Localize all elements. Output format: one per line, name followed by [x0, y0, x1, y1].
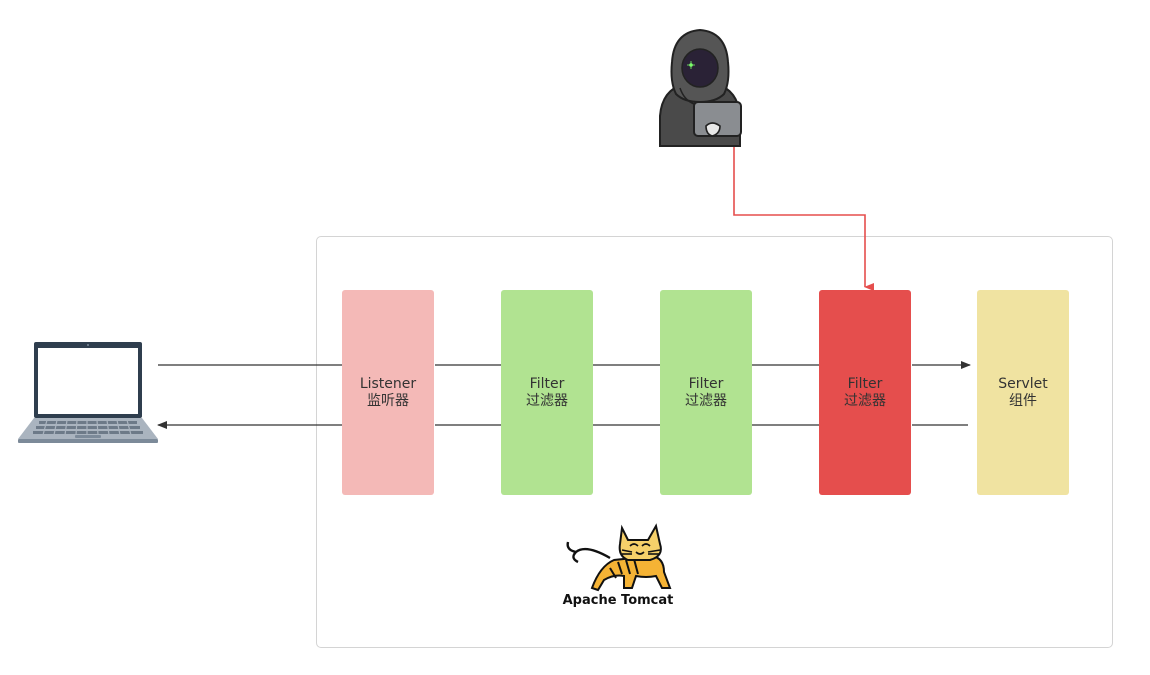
filter-3-label-en: Filter — [847, 375, 883, 392]
filter-1-label-zh: 过滤器 — [526, 392, 568, 409]
filter-2-label-zh: 过滤器 — [685, 392, 727, 409]
filter-2-label-en: Filter — [688, 375, 724, 392]
laptop-icon — [18, 342, 158, 443]
filter-block-1: Filter 过滤器 — [501, 290, 593, 495]
filter-block-2: Filter 过滤器 — [660, 290, 752, 495]
servlet-label-en: Servlet — [998, 375, 1048, 392]
filter-3-label-zh: 过滤器 — [844, 392, 886, 409]
filter-1-label-en: Filter — [529, 375, 565, 392]
attack-injection-arrow — [733, 143, 874, 291]
listener-label-en: Listener — [359, 375, 417, 392]
servlet-block: Servlet 组件 — [977, 290, 1069, 495]
hacker-icon — [659, 28, 742, 147]
filter-block-malicious: Filter 过滤器 — [819, 290, 911, 495]
tomcat-cat-icon — [566, 523, 672, 592]
servlet-label-zh: 组件 — [1008, 392, 1037, 409]
tomcat-logo-text: Apache Tomcat — [562, 593, 674, 608]
listener-block: Listener 监听器 — [342, 290, 434, 495]
listener-label-zh: 监听器 — [366, 392, 409, 409]
